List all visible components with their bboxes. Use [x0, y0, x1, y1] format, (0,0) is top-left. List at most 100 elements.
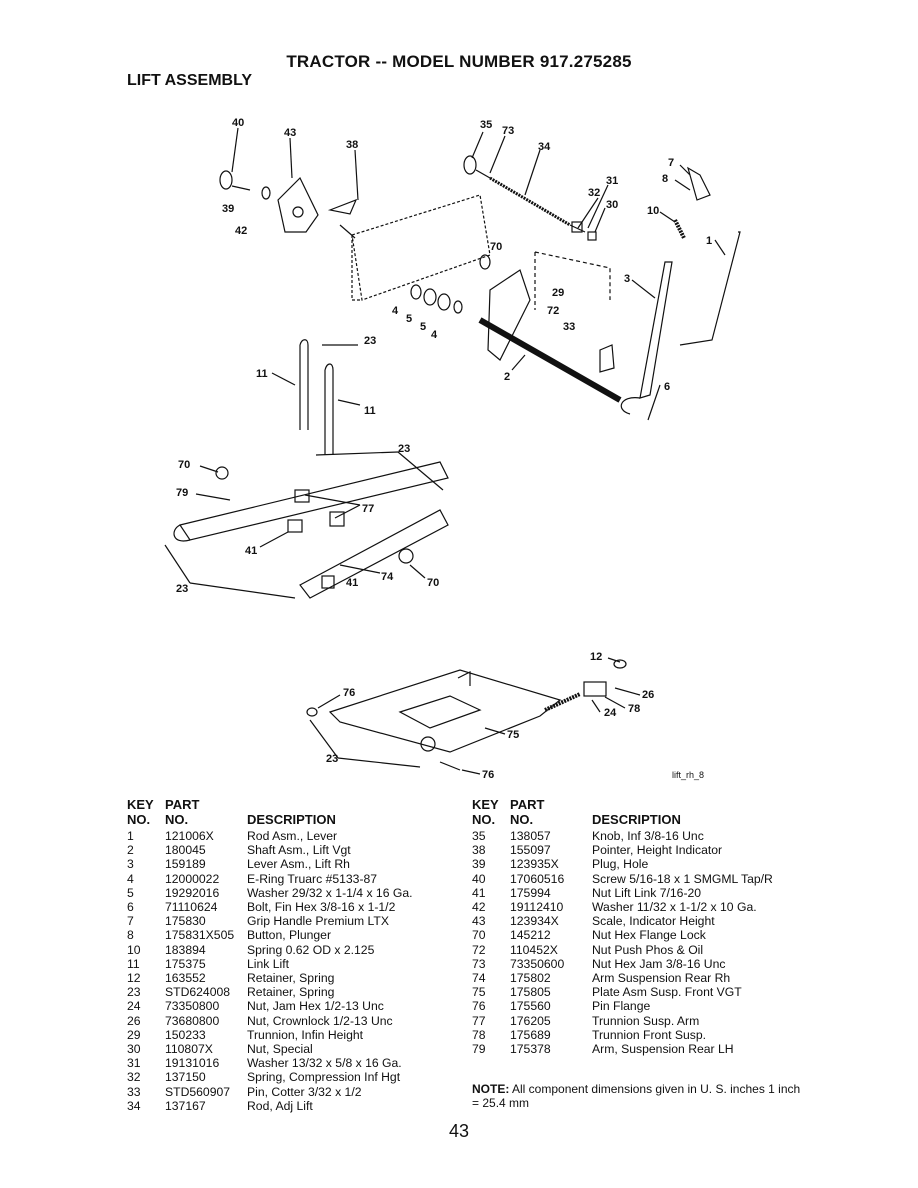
- callout-label: 11: [256, 368, 268, 380]
- callout-label: 41: [245, 545, 257, 557]
- callout-label: 40: [232, 117, 244, 129]
- callout-label: 1: [706, 235, 712, 247]
- key-cell: 39: [472, 857, 486, 872]
- description-cell: Rod, Adj Lift: [247, 1098, 313, 1113]
- part-number-cell: 121006X: [165, 829, 214, 843]
- part-number-cell: 175689: [510, 1027, 551, 1042]
- callout-label: 43: [284, 127, 296, 139]
- part-number-cell: 180045: [165, 843, 206, 858]
- part-number-cell: 159189: [165, 857, 206, 872]
- part-number-cell: 123935X: [510, 857, 559, 872]
- description-cell: Nut, Special: [247, 1042, 313, 1057]
- callout-label: 2: [504, 371, 510, 383]
- key-cell: 23: [127, 985, 141, 1000]
- key-cell: 38: [472, 843, 486, 858]
- key-cell: 32: [127, 1070, 141, 1085]
- key-cell: 79: [472, 1042, 486, 1057]
- callout-label: 34: [538, 141, 551, 153]
- callout-label: 3: [624, 273, 630, 285]
- key-cell: 34: [127, 1098, 141, 1113]
- key-cell: 5: [127, 885, 134, 900]
- key-cell: 41: [472, 885, 486, 900]
- callout-label: 41: [346, 577, 358, 589]
- key-cell: 8: [127, 928, 134, 943]
- figure-id: lift_rh_8: [672, 770, 705, 780]
- key-cell: 4: [127, 871, 134, 886]
- callout-label: 32: [588, 187, 600, 199]
- header-key-no: NO.: [472, 812, 496, 827]
- part-number-cell: 175378: [510, 1042, 551, 1057]
- part-number-cell: 175994: [510, 885, 551, 900]
- callout-label: 70: [427, 577, 439, 589]
- description-cell: Washer 11/32 x 1-1/2 x 10 Ga.: [592, 900, 757, 915]
- part-number-cell: 12000022: [165, 871, 220, 886]
- callout-label: 77: [362, 503, 374, 515]
- key-cell: 2: [127, 843, 134, 858]
- callout-label: 42: [235, 225, 247, 237]
- key-cell: 33: [127, 1084, 141, 1099]
- key-cell: 29: [127, 1027, 141, 1042]
- callout-label: 11: [364, 405, 376, 417]
- callout-label: 35: [480, 119, 492, 131]
- key-cell: 40: [472, 871, 486, 886]
- note-text: All component dimensions given in U. S. …: [472, 1082, 801, 1110]
- description-cell: Pin Flange: [592, 999, 651, 1014]
- description-cell: Screw 5/16-18 x 1 SMGML Tap/R: [592, 871, 773, 886]
- description-cell: Trunnion Susp. Arm: [592, 1013, 700, 1028]
- callout-label: 6: [664, 381, 670, 393]
- callout-label: 23: [176, 583, 188, 595]
- header-description: DESCRIPTION: [247, 812, 336, 827]
- callout-label: 79: [176, 487, 188, 499]
- callout-label: 24: [604, 707, 617, 719]
- description-cell: Spring, Compression Inf Hgt: [247, 1070, 401, 1085]
- description-cell: Bolt, Fin Hex 3/8-16 x 1-1/2: [247, 900, 396, 915]
- description-cell: Pointer, Height Indicator: [592, 843, 723, 858]
- header-description: DESCRIPTION: [592, 812, 681, 827]
- part-number-cell: 163552: [165, 971, 206, 986]
- part-number-cell: 175831X505: [165, 928, 235, 943]
- description-cell: Link Lift: [247, 956, 290, 971]
- table-row: 78 175689 Trunnion Front Susp.: [472, 1028, 773, 1042]
- description-cell: Trunnion Front Susp.: [592, 1027, 707, 1042]
- callout-label: 38: [346, 139, 358, 151]
- part-number-cell: STD560907: [165, 1084, 231, 1099]
- callout-label: 4: [392, 305, 399, 317]
- part-number-cell: 110807X: [165, 1042, 213, 1057]
- table-header-row: KEY PART: [472, 797, 773, 812]
- part-number-cell: 19112410: [510, 900, 564, 915]
- key-cell: 11: [127, 956, 140, 971]
- callout-label: 33: [563, 321, 575, 333]
- description-cell: Plug, Hole: [592, 857, 649, 872]
- part-number-cell: 73680800: [165, 1013, 220, 1028]
- key-cell: 78: [472, 1027, 486, 1042]
- callout-label: 29: [552, 287, 564, 299]
- key-cell: 24: [127, 999, 141, 1014]
- part-number-cell: 73350800: [165, 999, 220, 1014]
- part-number-cell: STD624008: [165, 985, 231, 1000]
- description-cell: Retainer, Spring: [247, 971, 335, 986]
- table-header-row: NO. NO. DESCRIPTION: [472, 812, 773, 827]
- callout-label: 39: [222, 203, 234, 215]
- callout-label: 70: [490, 241, 502, 253]
- callout-label: 23: [326, 753, 338, 765]
